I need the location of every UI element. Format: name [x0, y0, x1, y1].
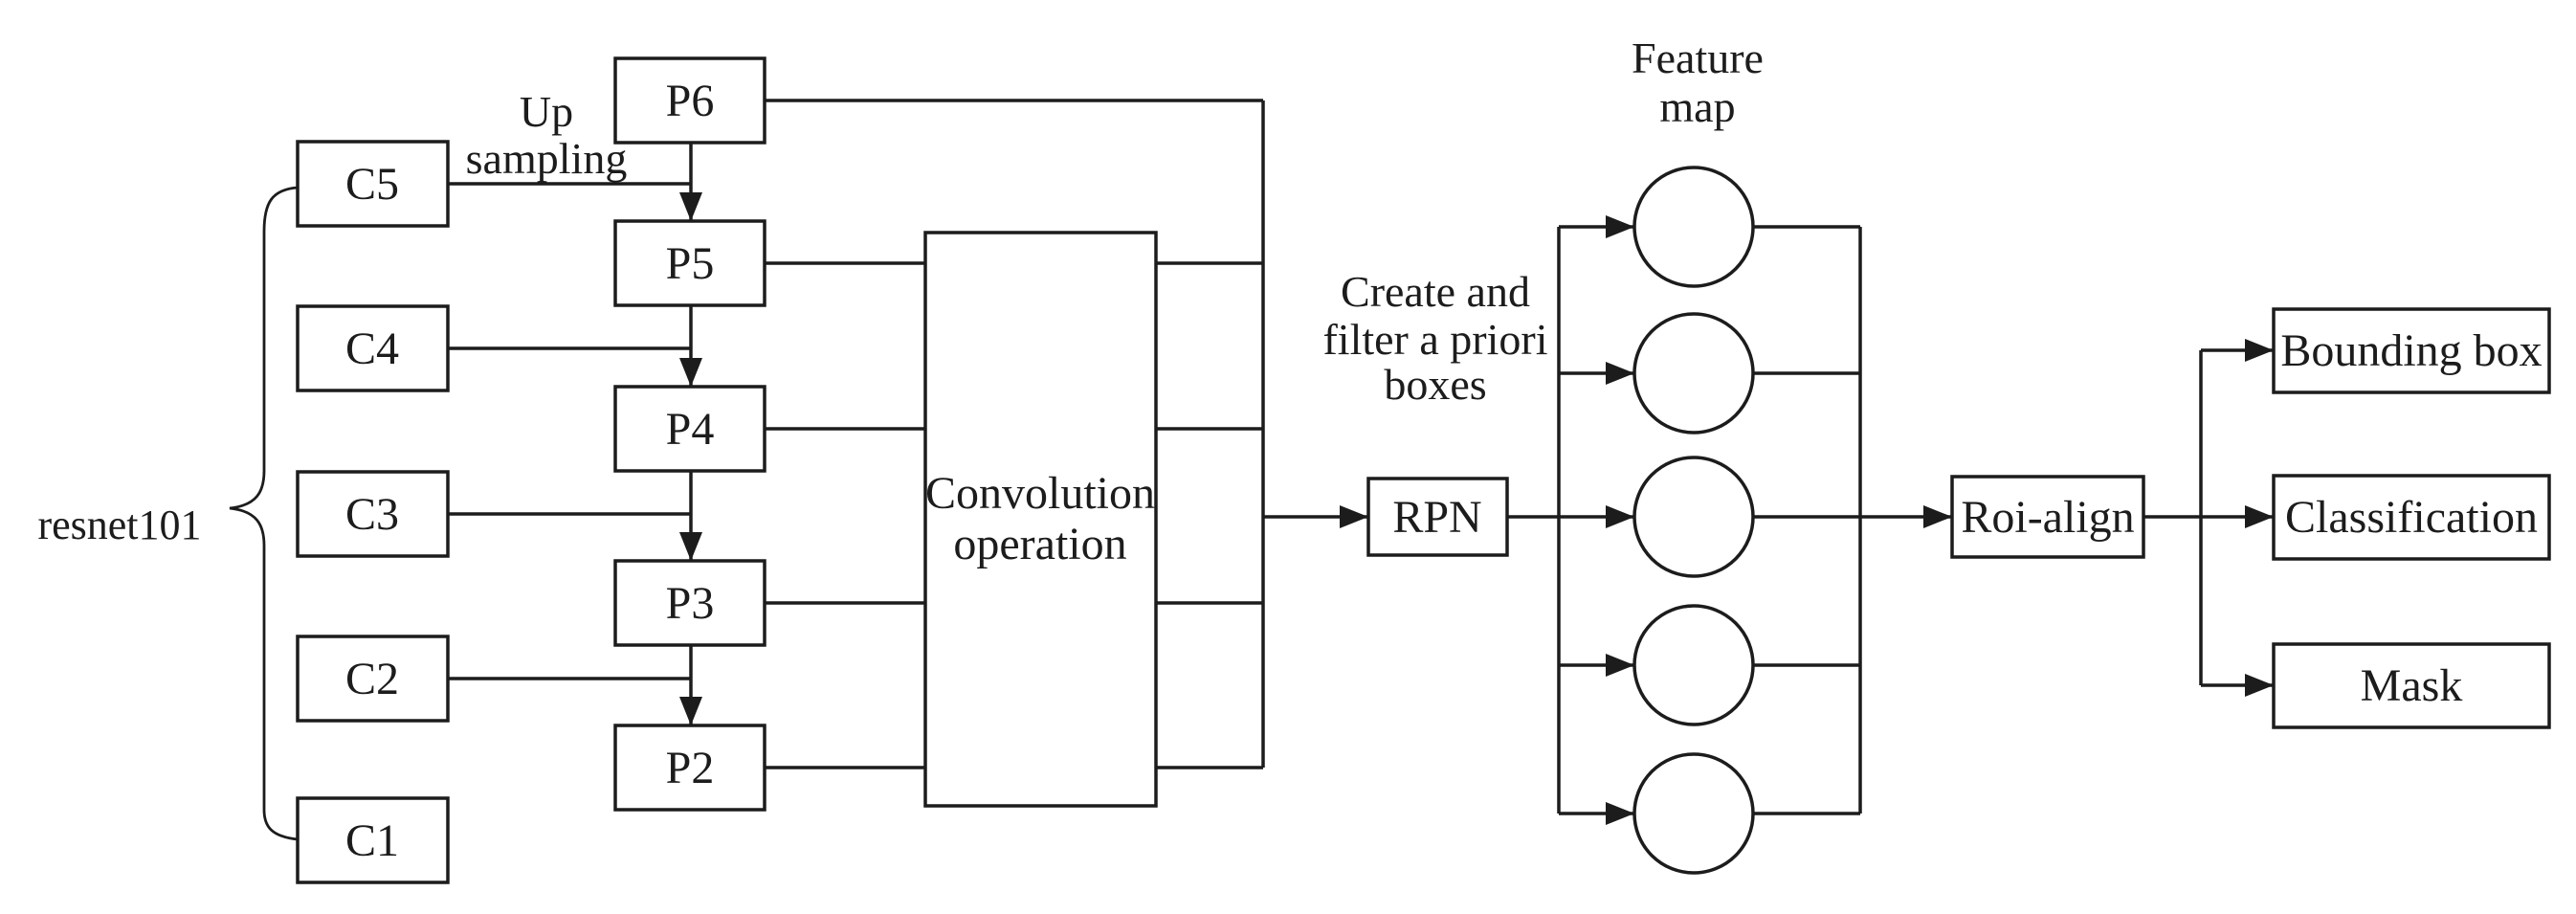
- p6-box: [613, 56, 766, 145]
- feature-map-circle-1: [1632, 166, 1755, 288]
- convolution-label-line2: operation: [953, 519, 1126, 569]
- c4-box: [296, 304, 450, 392]
- resnet101-brace: [229, 186, 299, 841]
- p3-label: P3: [666, 578, 715, 629]
- p4-label: P4: [666, 404, 715, 455]
- pyramid-level-p2: P2: [613, 724, 766, 812]
- backbone-stage-c3: C3: [296, 470, 450, 558]
- upsampling-label-line1: Up: [520, 87, 573, 136]
- rpn-label: RPN: [1392, 492, 1481, 543]
- backbone-stage-c4: C4: [296, 304, 450, 392]
- priori-annotation-line2: filter a priori: [1322, 315, 1547, 364]
- feature-map-label-line2: map: [1659, 82, 1735, 131]
- c4-label: C4: [345, 323, 399, 374]
- feature-map-circle-5: [1632, 752, 1755, 875]
- priori-annotation-line1: Create and: [1341, 267, 1530, 316]
- roi-align-node: Roi-align: [1950, 475, 2145, 559]
- p5-label: P5: [666, 238, 715, 289]
- upsampling-label-line2: sampling: [466, 134, 628, 183]
- rpn-node: RPN: [1366, 477, 1509, 557]
- feature-map-label-line1: Feature: [1632, 33, 1764, 82]
- mask-label: Mask: [2361, 660, 2463, 711]
- resnet101-label: resnet101: [37, 502, 201, 548]
- c3-label: C3: [345, 489, 399, 540]
- classification-label: Classification: [2285, 492, 2538, 543]
- convolution-label-line1: Convolution: [925, 468, 1155, 519]
- convolution-node: Convolution operation: [923, 231, 1158, 808]
- c5-label: C5: [345, 159, 399, 210]
- c2-label: C2: [345, 654, 399, 704]
- c1-box: [296, 796, 450, 884]
- backbone-stage-c5: C5: [296, 140, 450, 228]
- feature-map-circle-3: [1632, 456, 1755, 578]
- pyramid-level-p6: P6: [613, 56, 766, 145]
- head-bounding-box: Bounding box: [2272, 307, 2551, 394]
- pyramid-level-p5: P5: [613, 219, 766, 307]
- backbone-stage-c2: C2: [296, 635, 450, 723]
- bounding-box-label: Bounding box: [2280, 325, 2542, 376]
- c3-box: [296, 470, 450, 558]
- classification-box: [2272, 474, 2551, 561]
- pyramid-level-p3: P3: [613, 559, 766, 647]
- backbone-stage-c1: C1: [296, 796, 450, 884]
- c1-label: C1: [345, 815, 399, 866]
- c5-box: [296, 140, 450, 228]
- pyramid-level-p4: P4: [613, 385, 766, 473]
- convolution-box: [923, 231, 1158, 808]
- p6-label: P6: [666, 76, 715, 126]
- feature-map-circle-4: [1632, 604, 1755, 726]
- head-mask: Mask: [2272, 642, 2551, 729]
- priori-annotation-line3: boxes: [1384, 360, 1486, 409]
- bounding-box-box: [2272, 307, 2551, 394]
- roi-align-label: Roi-align: [1961, 492, 2134, 543]
- head-classification: Classification: [2272, 474, 2551, 561]
- p2-label: P2: [666, 743, 715, 793]
- mask-box: [2272, 642, 2551, 729]
- feature-map-circle-2: [1632, 312, 1755, 435]
